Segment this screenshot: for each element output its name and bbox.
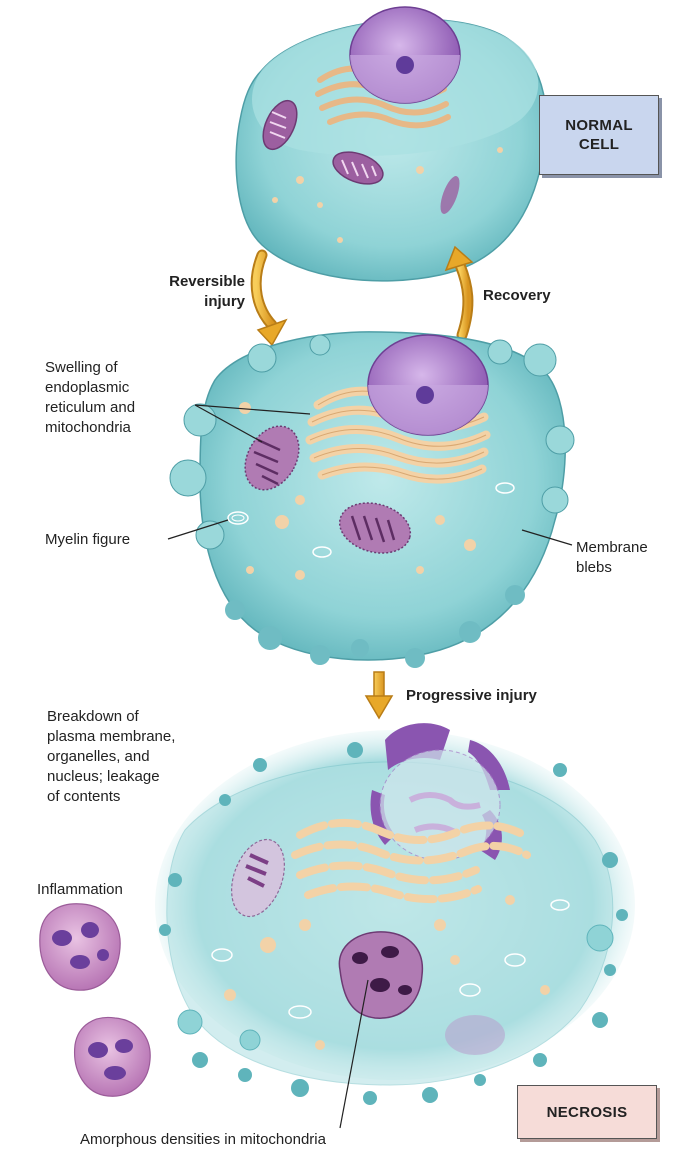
inflammation-label: Inflammation: [37, 880, 123, 900]
swelling-label: Swelling of endoplasmic reticulum and mi…: [45, 358, 135, 438]
reversible-injury-label: Reversible injury: [133, 272, 245, 312]
membrane-blebs-label: Membrane blebs: [576, 538, 648, 578]
normal-cell: [236, 7, 546, 281]
breakdown-line3: organelles, and: [47, 747, 175, 767]
swelling-line1: Swelling of: [45, 358, 135, 378]
recovery-label: Recovery: [483, 286, 551, 306]
normal-cell-box-line2: CELL: [565, 135, 633, 154]
breakdown-label: Breakdown of plasma membrane, organelles…: [47, 707, 175, 807]
breakdown-line5: of contents: [47, 787, 175, 807]
swelling-line2: endoplasmic: [45, 378, 135, 398]
amorphous-densities-label: Amorphous densities in mitochondria: [80, 1130, 326, 1150]
normal-nucleolus: [396, 56, 414, 74]
progressive-injury-label: Progressive injury: [406, 686, 537, 706]
amorphous-mitochondrion: [339, 932, 422, 1018]
necrotic-cell: [155, 723, 635, 1105]
blebs-line2: blebs: [576, 558, 648, 578]
swelling-line3: reticulum and: [45, 398, 135, 418]
injured-cell: [170, 332, 574, 668]
breakdown-line4: nucleus; leakage: [47, 767, 175, 787]
reversible-injury-arrow: [256, 255, 286, 345]
blebs-line1: Membrane: [576, 538, 648, 558]
progressive-injury-arrow: [366, 672, 392, 718]
normal-cell-box-line1: NORMAL: [565, 116, 633, 135]
reversible-line1: Reversible: [133, 272, 245, 292]
necrosis-box: NECROSIS: [517, 1085, 657, 1139]
swelling-line4: mitochondria: [45, 418, 135, 438]
breakdown-line2: plasma membrane,: [47, 727, 175, 747]
recovery-arrow: [446, 247, 472, 335]
inflammatory-cell-1: [40, 904, 120, 990]
inflammatory-cell-2: [75, 1017, 151, 1096]
breakdown-line1: Breakdown of: [47, 707, 175, 727]
injured-nucleolus: [416, 386, 434, 404]
myelin-figure-label: Myelin figure: [45, 530, 130, 550]
reversible-line2: injury: [133, 292, 245, 312]
normal-cell-box: NORMAL CELL: [539, 95, 659, 175]
